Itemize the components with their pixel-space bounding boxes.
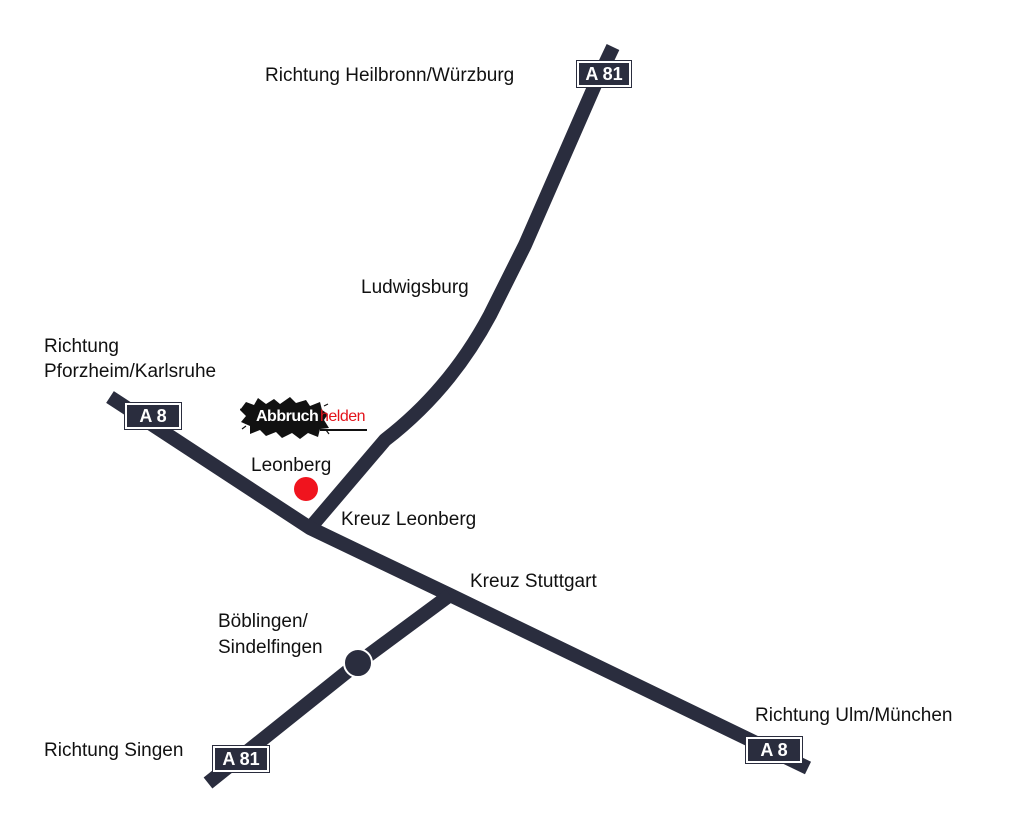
a8-road bbox=[106, 391, 812, 775]
label-ulm: Richtung Ulm/München bbox=[755, 705, 953, 726]
a8-east-shield: A 8 bbox=[745, 736, 803, 764]
a8-west-shield: A 8 bbox=[124, 402, 182, 430]
a81-south-shield: A 81 bbox=[212, 745, 270, 773]
label-boeblingen-line1: Böblingen/ bbox=[218, 611, 308, 632]
label-ludwigsburg: Ludwigsburg bbox=[361, 277, 469, 298]
logo-underline bbox=[320, 429, 367, 431]
a81-north-road bbox=[304, 44, 620, 533]
label-kreuz-stuttgart: Kreuz Stuttgart bbox=[470, 571, 597, 592]
a81-north-shield: A 81 bbox=[576, 60, 632, 88]
label-boeblingen-line2: Sindelfingen bbox=[218, 637, 323, 658]
label-singen: Richtung Singen bbox=[44, 740, 184, 761]
label-kreuz-leonberg: Kreuz Leonberg bbox=[341, 509, 477, 530]
logo-word-helden: helden bbox=[320, 408, 366, 425]
label-leonberg: Leonberg bbox=[251, 455, 332, 476]
logo-word-abbruch: Abbruch bbox=[256, 408, 319, 425]
label-heilbronn: Richtung Heilbronn/Würzburg bbox=[265, 65, 515, 86]
leonberg-location-marker bbox=[294, 477, 318, 501]
label-pforzheim-line2: Pforzheim/Karlsruhe bbox=[44, 361, 217, 382]
logo-splash-shape bbox=[240, 397, 330, 439]
abbruchhelden-logo: Abbruch helden bbox=[240, 396, 370, 440]
boeblingen-junction-marker bbox=[343, 648, 373, 678]
label-pforzheim-line1: Richtung bbox=[44, 336, 119, 357]
